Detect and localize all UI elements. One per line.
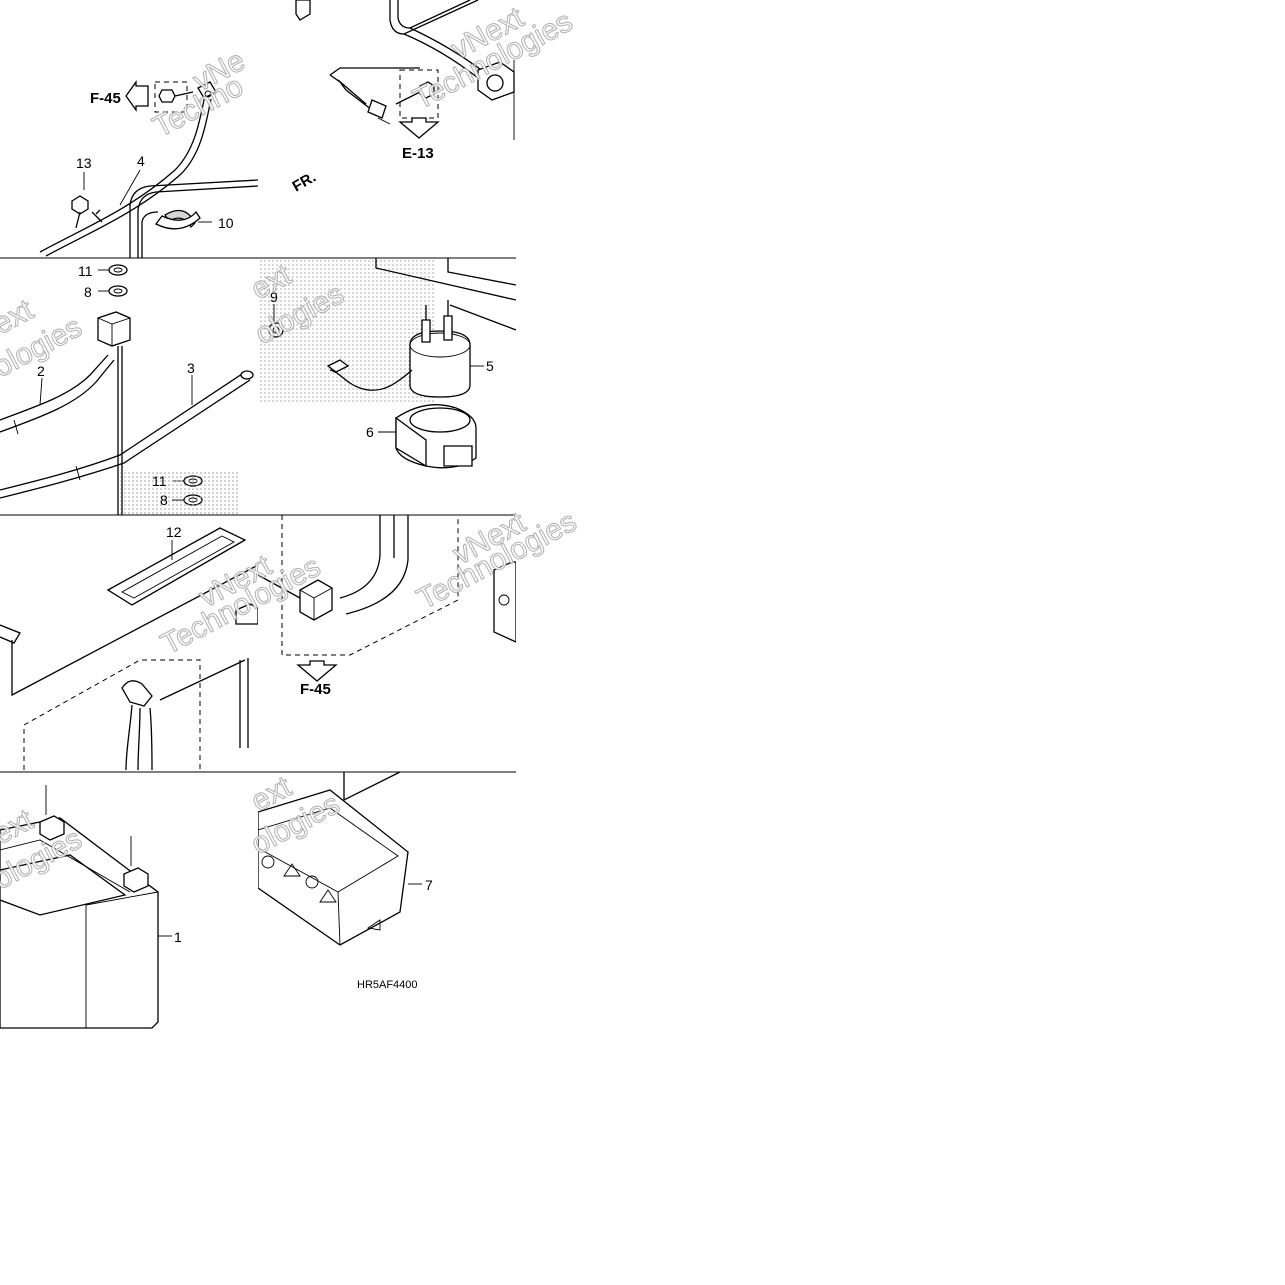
callout-10: 10 xyxy=(218,215,234,231)
callout-11-lower: 11 xyxy=(152,473,167,489)
ref-label-f45-top: F-45 xyxy=(90,90,121,107)
callout-13: 13 xyxy=(76,155,92,171)
callout-2: 2 xyxy=(37,363,45,379)
callout-8-lower: 8 xyxy=(160,492,168,508)
diagram-code: HR5AF4400 xyxy=(357,979,418,991)
callout-5: 5 xyxy=(486,358,494,374)
box-side-symbols xyxy=(261,855,337,903)
tile-cable-4 xyxy=(39,79,258,258)
tile-band-12 xyxy=(0,514,258,771)
ref-label-e13: E-13 xyxy=(402,145,434,162)
callout-11-upper: 11 xyxy=(78,263,93,279)
callout-12: 12 xyxy=(166,524,182,540)
callout-7: 7 xyxy=(425,877,433,893)
tile-terminal-f45 xyxy=(258,514,516,682)
callout-6: 6 xyxy=(366,424,374,440)
callout-4: 4 xyxy=(137,153,145,169)
tile-cables-2-3 xyxy=(0,257,258,515)
callout-9: 9 xyxy=(270,289,278,305)
tile-battery-box-7 xyxy=(258,771,516,946)
tile-relay-5 xyxy=(258,257,516,469)
ref-label-f45-bottom: F-45 xyxy=(300,681,331,698)
watermark-layer: vNe Techno vNext Technologies ext ologie… xyxy=(0,0,582,896)
tile-battery-1 xyxy=(0,771,258,1029)
left-column xyxy=(0,79,258,1029)
callout-3: 3 xyxy=(187,360,195,376)
direction-label: FR. xyxy=(290,169,319,196)
callout-8-upper: 8 xyxy=(84,284,92,300)
callout-1: 1 xyxy=(174,929,182,945)
tile-cable-e13 xyxy=(295,0,515,139)
right-column xyxy=(258,0,516,946)
